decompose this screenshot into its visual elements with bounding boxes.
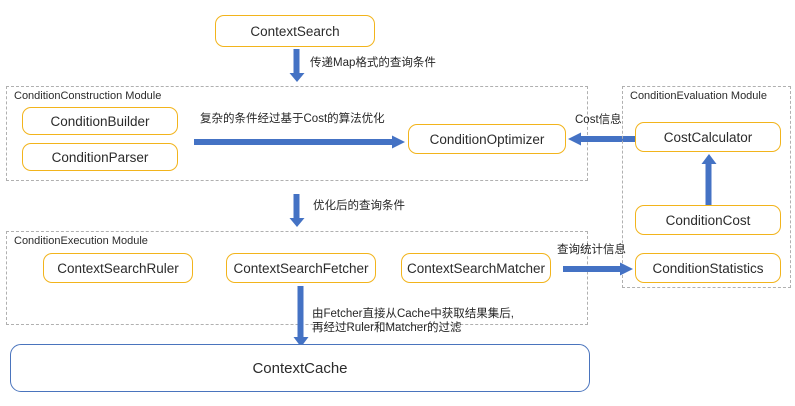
- node-label: ConditionOptimizer: [429, 131, 545, 147]
- module-label-condition-evaluation: ConditionEvaluation Module: [630, 90, 767, 102]
- arrow-label-fetcher-to-cache: 由Fetcher直接从Cache中获取结果集后, 再经过Ruler和Matche…: [312, 308, 514, 334]
- arrow-search-to-construction: [289, 49, 305, 82]
- node-label: ConditionBuilder: [50, 113, 150, 129]
- node-label: ConditionParser: [51, 149, 149, 165]
- node-label: ContextSearchRuler: [57, 260, 179, 276]
- node-label: ContextSearch: [250, 23, 340, 39]
- module-label-condition-construction: ConditionConstruction Module: [14, 90, 162, 102]
- arrow-label-search-to-construction: 传递Map格式的查询条件: [310, 57, 436, 69]
- node-label: ContextSearchMatcher: [406, 260, 546, 276]
- node-context-search-ruler[interactable]: ContextSearchRuler: [43, 253, 193, 283]
- node-label: ContextCache: [252, 359, 348, 377]
- arrow-label-construction-to-optimizer: 复杂的条件经过基于Cost的算法优化: [200, 113, 385, 125]
- module-condition-execution: ConditionExecution Module: [6, 231, 588, 325]
- node-label: ConditionStatistics: [652, 260, 764, 276]
- node-context-search-matcher[interactable]: ContextSearchMatcher: [401, 253, 551, 283]
- node-condition-parser[interactable]: ConditionParser: [22, 143, 178, 171]
- arrow-label-cost-info: Cost信息: [575, 114, 622, 126]
- node-label: CostCalculator: [663, 129, 753, 145]
- module-label-condition-execution: ConditionExecution Module: [14, 235, 148, 247]
- node-condition-builder[interactable]: ConditionBuilder: [22, 107, 178, 135]
- node-condition-statistics[interactable]: ConditionStatistics: [635, 253, 781, 283]
- node-label: ContextSearchFetcher: [233, 260, 369, 276]
- node-context-search-fetcher[interactable]: ContextSearchFetcher: [226, 253, 376, 283]
- arrow-optimizer-to-execution: [289, 194, 305, 227]
- module-condition-construction: ConditionConstruction Module: [6, 86, 588, 181]
- arrow-label-optimizer-to-execution: 优化后的查询条件: [313, 200, 405, 212]
- node-context-search[interactable]: ContextSearch: [215, 15, 375, 47]
- node-condition-optimizer[interactable]: ConditionOptimizer: [408, 124, 566, 154]
- node-context-cache[interactable]: ContextCache: [10, 344, 590, 392]
- node-cost-calculator[interactable]: CostCalculator: [635, 122, 781, 152]
- module-condition-evaluation: ConditionEvaluation Module: [622, 86, 791, 288]
- node-condition-cost[interactable]: ConditionCost: [635, 205, 781, 235]
- node-label: ConditionCost: [665, 212, 751, 228]
- arrow-label-matcher-to-statistics: 查询统计信息: [557, 244, 626, 256]
